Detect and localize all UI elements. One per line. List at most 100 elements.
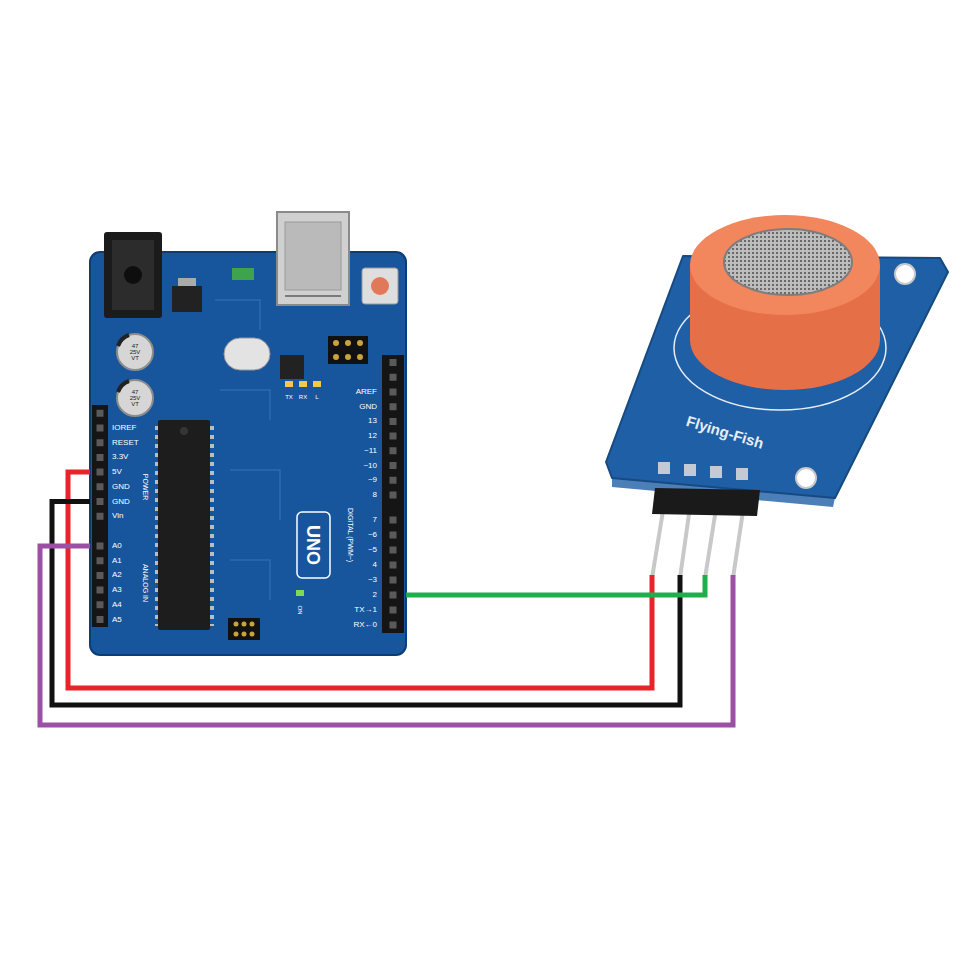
- pin-label: RESET: [112, 439, 139, 447]
- logo-frame: [297, 512, 330, 578]
- pin-label: 2: [373, 591, 377, 599]
- solder-pad: [658, 462, 748, 480]
- reset-button: [362, 268, 398, 304]
- indicator-led: [285, 381, 321, 596]
- indicator-led: [296, 590, 304, 596]
- power-jack: [124, 266, 142, 284]
- jumper-wire: [40, 546, 733, 725]
- pin-label: Vin: [112, 512, 123, 520]
- pin-label: 4: [373, 561, 377, 569]
- pin-label: IOREF: [112, 424, 136, 432]
- pin-label: 5V: [112, 468, 122, 476]
- status-component: [232, 268, 254, 280]
- pin-label: ~3: [368, 576, 377, 584]
- led-label: ON: [297, 606, 303, 615]
- pin-label: GND: [112, 483, 130, 491]
- indicator-led: [285, 381, 293, 387]
- led-label: L: [315, 394, 318, 400]
- usb-chip: [280, 355, 304, 379]
- crystal: [224, 338, 270, 370]
- pin-label: AREF: [356, 388, 377, 396]
- gas-sensor-can: [690, 215, 880, 315]
- capacitor: [117, 334, 153, 370]
- sensor-pins: [652, 505, 664, 578]
- pin-label: 3.3V: [112, 453, 128, 461]
- pin-label: TX→1: [354, 606, 377, 614]
- gas-sensor-can: [724, 229, 852, 295]
- pin-label: 8: [373, 491, 377, 499]
- power-jack: [112, 240, 154, 310]
- capacitor: [118, 335, 129, 346]
- sensor-board: [796, 468, 816, 488]
- power-jack: [104, 232, 162, 318]
- jumper-wire: [52, 502, 680, 706]
- pin-header: [92, 405, 108, 627]
- icsp-header: [228, 618, 260, 640]
- pin-label: 7: [373, 516, 377, 524]
- capacitor: [117, 380, 153, 416]
- solder-pad: [710, 466, 722, 478]
- icsp-header: [242, 632, 247, 637]
- pin-label: A5: [112, 616, 122, 624]
- power-jack: [104, 232, 162, 318]
- pin-label: ~10: [363, 462, 377, 470]
- capacitor-rating: 47 25V VT: [130, 389, 141, 407]
- jp2-header: [333, 354, 339, 360]
- pin-header: [382, 355, 404, 633]
- sensor-pins: [733, 511, 743, 578]
- jp2-header: [357, 354, 363, 360]
- usb-connector: [285, 295, 341, 297]
- jp2-header: [345, 354, 351, 360]
- jumper-wire: [406, 575, 705, 595]
- jp2-header: [328, 336, 368, 364]
- usb-chip: [280, 355, 304, 379]
- pin-label: ~11: [364, 447, 377, 455]
- capacitor: [117, 334, 153, 370]
- crystal: [224, 338, 270, 370]
- voltage-regulator: [172, 286, 202, 312]
- pin-header: [390, 359, 397, 499]
- sensor-pins: [652, 488, 760, 578]
- pin-label: GND: [112, 498, 130, 506]
- pin-header: [97, 410, 104, 520]
- microcontroller: [210, 426, 214, 626]
- header-group-label: ANALOG IN: [142, 564, 149, 602]
- usb-connector: [285, 222, 341, 290]
- solder-pad: [684, 464, 696, 476]
- microcontroller: [157, 420, 212, 630]
- icsp-header: [250, 622, 255, 627]
- solder-pad: [736, 468, 748, 480]
- sensor-pins: [652, 488, 760, 516]
- pin-label: A2: [112, 571, 122, 579]
- capacitor-rating: 47 25V VT: [130, 343, 141, 361]
- indicator-led: [299, 381, 307, 387]
- microcontroller: [158, 420, 210, 630]
- jp2-header: [328, 336, 368, 364]
- pin-label: A0: [112, 542, 122, 550]
- usb-connector: [277, 212, 349, 305]
- indicator-led: [313, 381, 321, 387]
- usb-connector: [277, 212, 349, 305]
- pin-label: GND: [359, 403, 377, 411]
- pin-header: [390, 517, 397, 630]
- icsp-header: [234, 632, 239, 637]
- jp2-header: [345, 340, 351, 346]
- module-brand: Flying-Fish: [685, 413, 766, 451]
- capacitor: [117, 380, 153, 416]
- icsp-header: [234, 622, 239, 627]
- icsp-header: [250, 632, 255, 637]
- led-label: TX: [285, 394, 293, 400]
- header-group-label: POWER: [142, 474, 149, 500]
- pin-label: A4: [112, 601, 122, 609]
- microcontroller: [180, 427, 188, 435]
- voltage-regulator: [178, 278, 196, 287]
- jp2-header: [333, 340, 339, 346]
- pin-label: ~6: [368, 531, 377, 539]
- sensor-pins: [705, 509, 716, 578]
- pin-header: [97, 543, 104, 624]
- jumper-wire: [68, 472, 652, 688]
- pin-label: A3: [112, 586, 122, 594]
- led-label: RX: [299, 394, 307, 400]
